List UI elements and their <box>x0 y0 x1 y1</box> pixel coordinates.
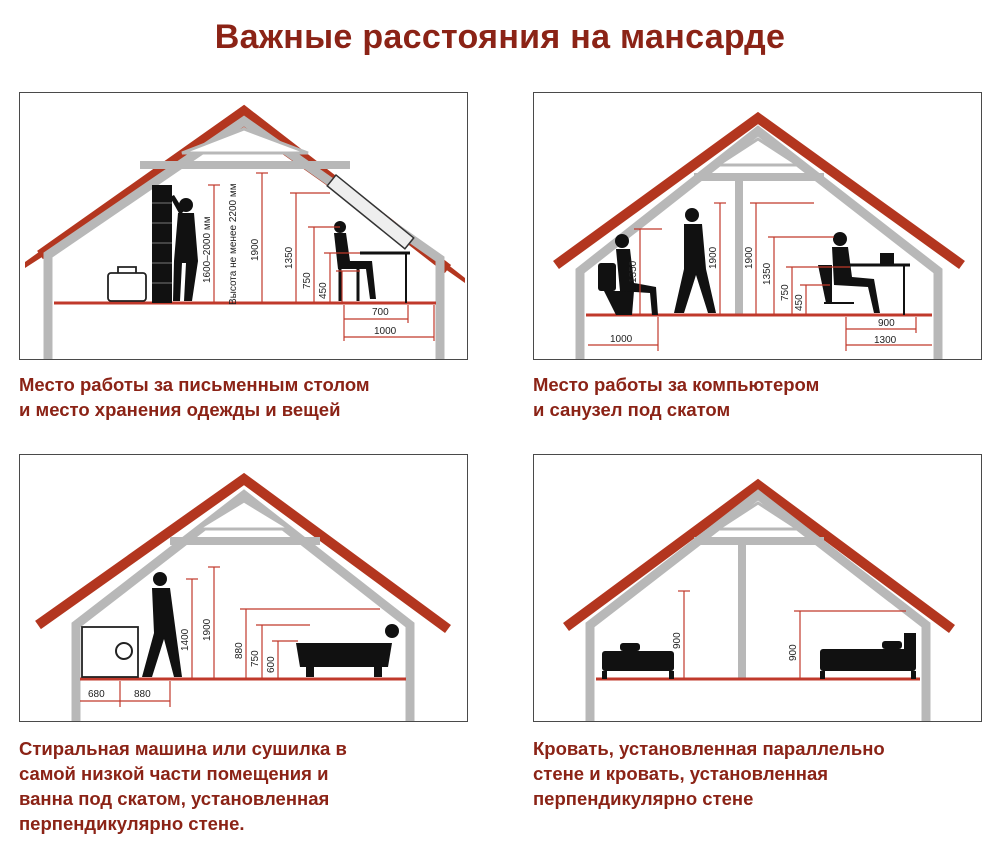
diagram-beds: 900 900 <box>533 454 982 722</box>
dim-880: 880 <box>134 689 151 700</box>
laptop-icon <box>880 253 894 265</box>
toilet-person-icon <box>598 234 658 315</box>
dim-450: 450 <box>318 282 329 299</box>
caption-line: Стиральная машина или сушилка в <box>19 738 347 759</box>
dim-700: 700 <box>372 307 389 318</box>
dim-min-2200: Высота не менее 2200 мм <box>228 183 239 305</box>
bed-parallel-icon <box>602 643 674 679</box>
caption-line: ванна под скатом, установленная <box>19 788 330 809</box>
bathtub-icon <box>296 624 399 677</box>
dim-900: 900 <box>878 318 895 329</box>
bed-perpendicular-icon <box>820 633 916 679</box>
caption-line: перпендикулярно стене. <box>19 813 245 834</box>
caption-line: и санузел под скатом <box>533 399 731 420</box>
diagram-laundry-bath: 1400 1900 880 750 600 680 880 <box>19 454 468 722</box>
diagram-desk-storage: 1600–2000 мм Высота не менее 2200 мм 190… <box>19 92 468 360</box>
dim-1300: 1300 <box>874 335 897 346</box>
person-standing-icon <box>170 195 198 301</box>
dim-680: 680 <box>88 689 105 700</box>
dim-880: 880 <box>234 642 245 659</box>
caption-line: перпендикулярно стене <box>533 788 754 809</box>
dim-1350: 1350 <box>762 262 773 285</box>
caption-line: Место работы за компьютером <box>533 374 820 395</box>
dim-750: 750 <box>780 284 791 301</box>
dim-1900: 1900 <box>744 246 755 269</box>
diagram-computer-bathroom: 1350 1900 1900 1350 750 450 1000 900 130… <box>533 92 982 360</box>
dim-750: 750 <box>302 272 313 289</box>
dim-1000: 1000 <box>610 334 633 345</box>
dim-1600-2000: 1600–2000 мм <box>202 216 213 283</box>
caption-line: и место хранения одежды и вещей <box>19 399 341 420</box>
dim-900: 900 <box>672 632 683 649</box>
caption-line: стене и кровать, установленная <box>533 763 829 784</box>
caption-line: самой низкой части помещения и <box>19 763 329 784</box>
caption-line: Место работы за письменным столом <box>19 374 370 395</box>
page-title: Важные расстояния на мансарде <box>214 18 786 56</box>
dim-1350: 1350 <box>628 260 639 283</box>
dim-1350: 1350 <box>284 246 295 269</box>
caption-laundry-bath: Стиральная машина или сушилка в самой ни… <box>19 736 347 836</box>
dim-750: 750 <box>250 650 261 667</box>
shelf-icon <box>152 185 172 303</box>
dim-1400: 1400 <box>180 628 191 651</box>
person-computer-icon <box>818 232 880 313</box>
caption-line: Кровать, установленная параллельно <box>533 738 885 759</box>
dim-600: 600 <box>266 656 277 673</box>
caption-beds: Кровать, установленная параллельно стене… <box>533 736 885 811</box>
dim-450: 450 <box>794 294 805 311</box>
caption-computer-bathroom: Место работы за компьютером и санузел по… <box>533 372 819 422</box>
person-walking-icon <box>674 208 716 313</box>
person-seated-icon <box>334 221 376 301</box>
caption-desk-storage: Место работы за письменным столом и мест… <box>19 372 370 422</box>
dim-1000: 1000 <box>374 326 397 337</box>
dim-1900: 1900 <box>708 246 719 269</box>
person-laundry-icon <box>142 572 182 677</box>
dim-1900: 1900 <box>202 618 213 641</box>
dim-1900: 1900 <box>250 238 261 261</box>
suitcase-icon <box>107 272 147 302</box>
dim-900: 900 <box>788 644 799 661</box>
